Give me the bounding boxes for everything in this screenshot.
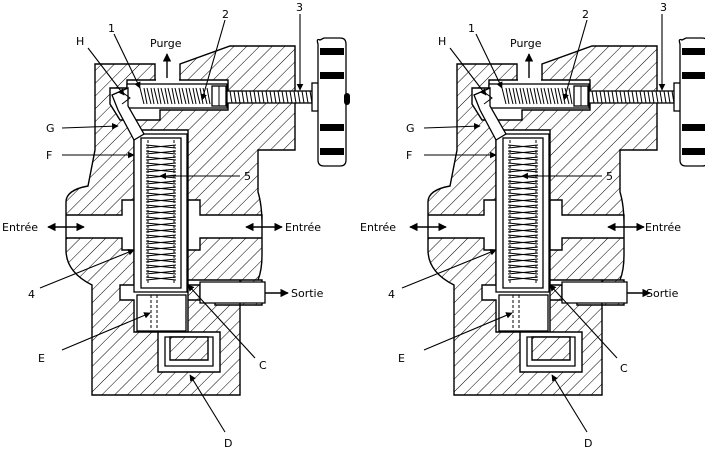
label-3: 3 — [660, 1, 667, 14]
right-labels: Purge 1 2 3 H G F 5 Entrée Entrée 4 Sort… — [360, 1, 681, 450]
left-labels: Purge 1 2 3 H G F 5 Entrée Entrée 4 Sort… — [2, 1, 324, 450]
label-entree-right: Entrée — [285, 221, 321, 234]
label-5: 5 — [244, 170, 251, 183]
label-3: 3 — [296, 1, 303, 14]
label-D: D — [224, 437, 232, 449]
label-D: D — [584, 437, 592, 449]
label-H: H — [438, 35, 446, 48]
label-2: 2 — [582, 8, 589, 21]
label-entree-right: Entrée — [645, 221, 681, 234]
label-4: 4 — [28, 288, 35, 301]
label-E: E — [38, 352, 45, 365]
label-entree-left: Entrée — [360, 221, 396, 234]
label-2: 2 — [222, 8, 229, 21]
label-sortie: Sortie — [646, 287, 679, 300]
label-C: C — [259, 359, 267, 372]
label-H: H — [76, 35, 84, 48]
label-sortie: Sortie — [291, 287, 324, 300]
label-F: F — [406, 149, 412, 162]
label-4: 4 — [388, 288, 395, 301]
label-purge: Purge — [150, 37, 182, 50]
label-G: G — [46, 122, 55, 135]
label-1: 1 — [108, 22, 115, 35]
label-1: 1 — [468, 22, 475, 35]
label-purge: Purge — [510, 37, 542, 50]
label-C: C — [620, 362, 628, 375]
label-G: G — [406, 122, 415, 135]
label-E: E — [398, 352, 405, 365]
label-5: 5 — [606, 170, 613, 183]
label-F: F — [46, 149, 52, 162]
label-entree-left: Entrée — [2, 221, 38, 234]
